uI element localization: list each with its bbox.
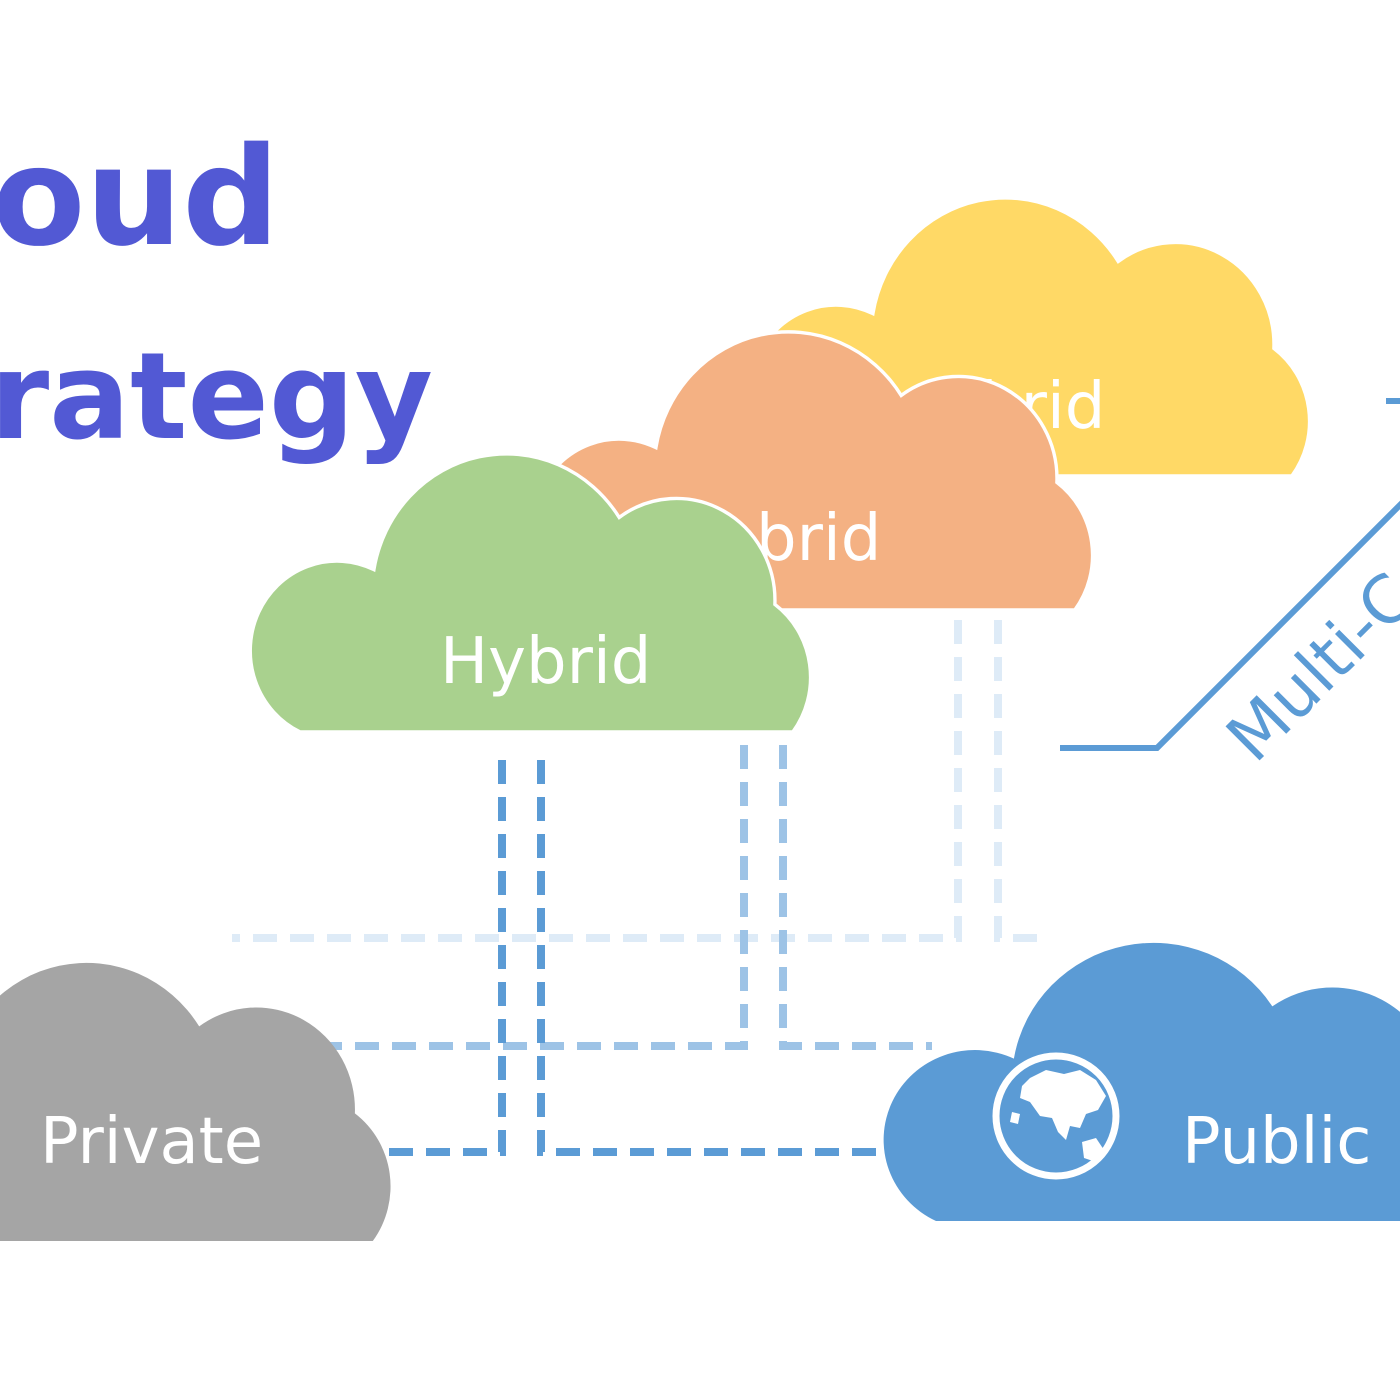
private-cloud [0, 962, 391, 1241]
connector-faint [232, 620, 1045, 942]
public-cloud [883, 942, 1400, 1221]
private-cloud-label: Private [40, 1105, 263, 1179]
title-line-1: oud [0, 119, 280, 277]
hybrid-cloud-front-label: Hybrid [440, 625, 651, 699]
hybrid-cloud-mid-label: brid [756, 502, 881, 576]
connector-main [387, 760, 918, 1156]
connector-light [325, 745, 932, 1050]
multi-cloud-bracket [1060, 398, 1400, 751]
public-cloud-label: Public [1182, 1105, 1371, 1179]
title-line-2: rategy [0, 328, 433, 467]
globe-icon [992, 1052, 1120, 1180]
